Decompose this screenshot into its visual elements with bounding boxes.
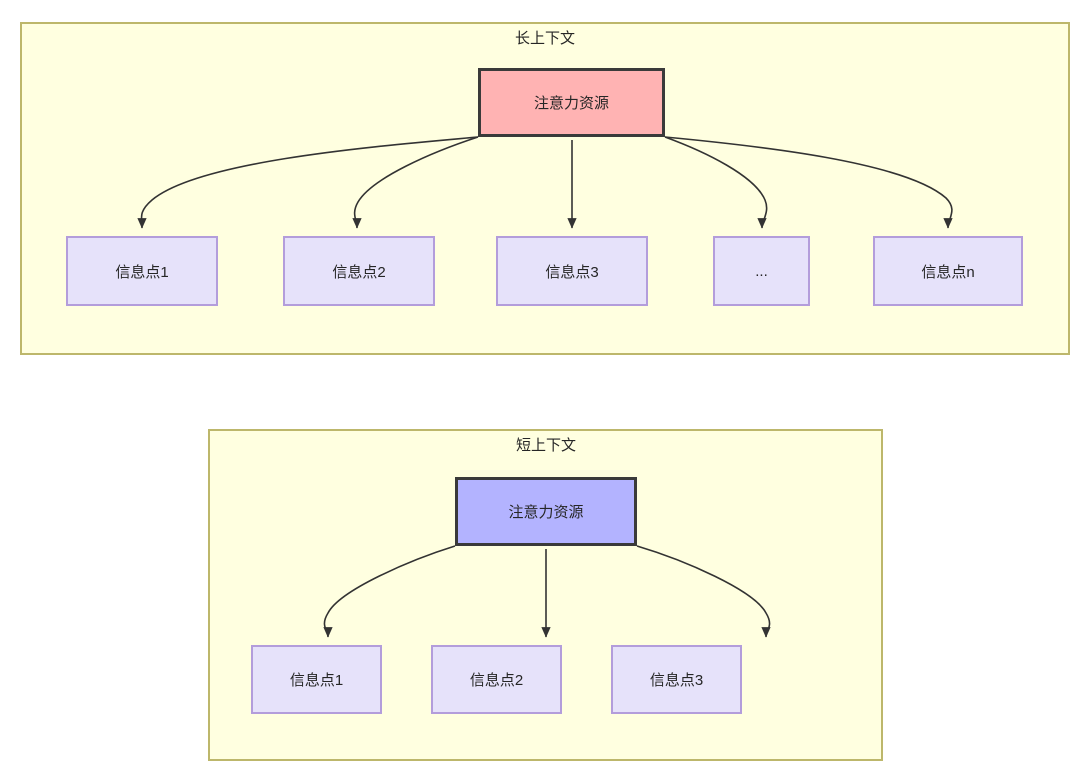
node-info-point-2-short[interactable]: 信息点2 — [431, 645, 562, 714]
node-info-point-1-long[interactable]: 信息点1 — [66, 236, 218, 306]
group-long-context-title: 长上下文 — [514, 30, 575, 47]
node-info-point-1-short[interactable]: 信息点1 — [251, 645, 382, 714]
node-info-point-3-short[interactable]: 信息点3 — [611, 645, 742, 714]
node-info-point-ellipsis-long[interactable]: ... — [713, 236, 810, 306]
node-attention-resource-long[interactable]: 注意力资源 — [478, 68, 665, 137]
node-info-point-2-long[interactable]: 信息点2 — [283, 236, 435, 306]
node-attention-resource-short[interactable]: 注意力资源 — [455, 477, 637, 546]
group-short-context-title: 短上下文 — [515, 437, 576, 454]
node-info-point-n-long[interactable]: 信息点n — [873, 236, 1023, 306]
node-info-point-3-long[interactable]: 信息点3 — [496, 236, 648, 306]
